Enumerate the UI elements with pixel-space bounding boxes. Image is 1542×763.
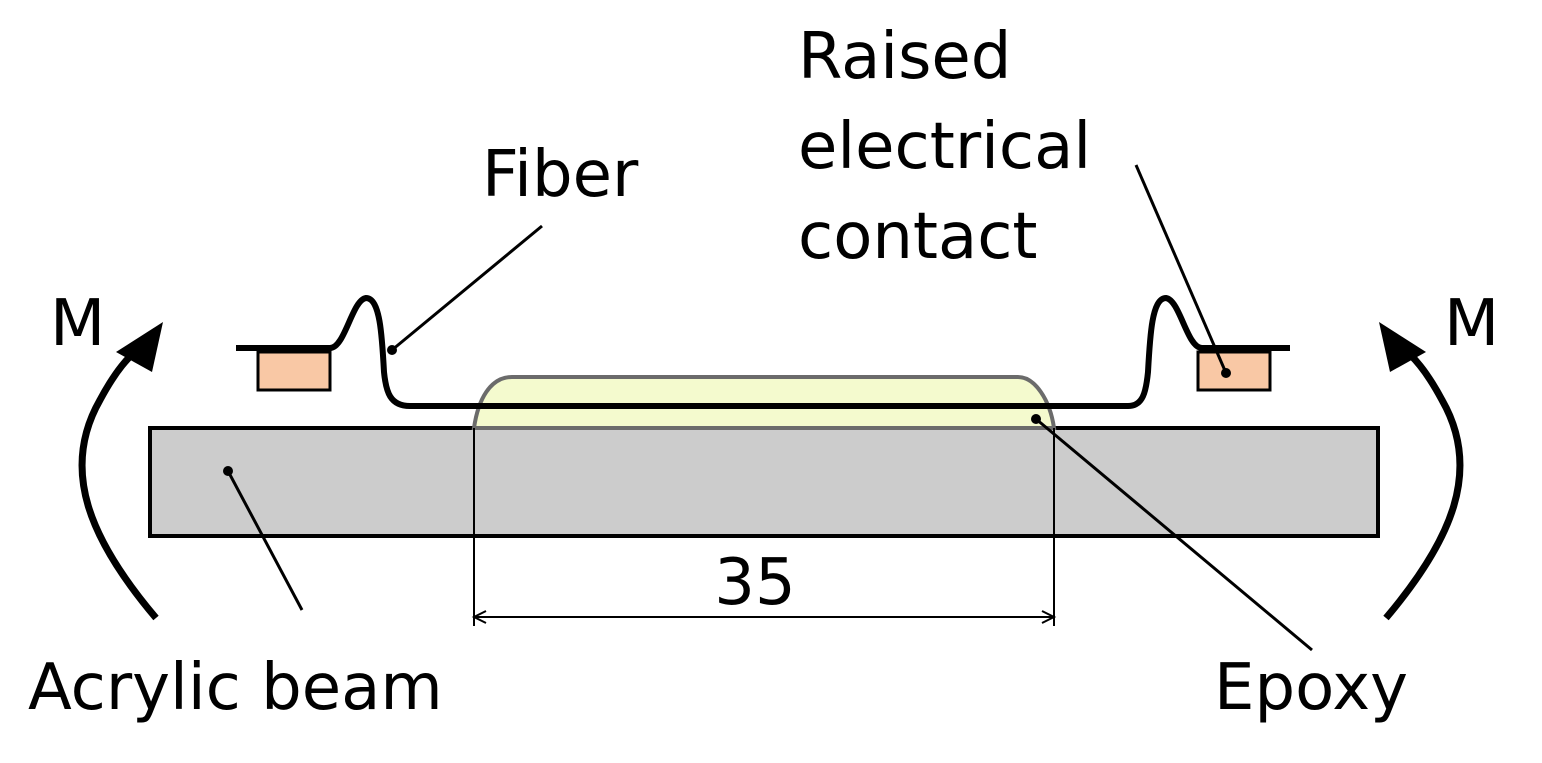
- epoxy-label: Epoxy: [1214, 651, 1408, 725]
- contact-leader: [1134, 164, 1228, 374]
- moment-arrowhead-right: [1379, 322, 1426, 372]
- beam-leader: [226, 470, 304, 611]
- moment-arrowhead-left: [116, 322, 163, 372]
- moment-label-left: M: [50, 287, 105, 361]
- dimension-label: 35: [714, 546, 795, 620]
- epoxy-layer: [471, 375, 1057, 430]
- dimension-arrow-right: [1041, 610, 1057, 624]
- epoxy-leader-dot: [1031, 414, 1041, 424]
- moment-arrow-left: [78, 339, 159, 621]
- electrical-contact-left: [256, 350, 332, 392]
- acrylic-beam: [148, 426, 1380, 538]
- optical-fiber: [236, 295, 1290, 409]
- fiber-leader: [391, 224, 543, 352]
- dimension-arrow-left: [471, 610, 487, 624]
- contact-label-line3: contact: [798, 200, 1038, 274]
- epoxy-leader: [1035, 417, 1313, 652]
- contact-label-line2: electrical: [798, 110, 1091, 184]
- contact-leader-dot: [1221, 368, 1231, 378]
- electrical-contact-right: [1196, 350, 1272, 392]
- moment-label-right: M: [1444, 287, 1499, 361]
- contact-label-line1: Raised: [798, 20, 1011, 94]
- fiber-label: Fiber: [482, 138, 639, 212]
- beam-leader-dot: [223, 466, 233, 476]
- fiber-leader-dot: [387, 345, 397, 355]
- moment-arrow-right: [1383, 339, 1464, 621]
- beam-label: Acrylic beam: [28, 651, 443, 725]
